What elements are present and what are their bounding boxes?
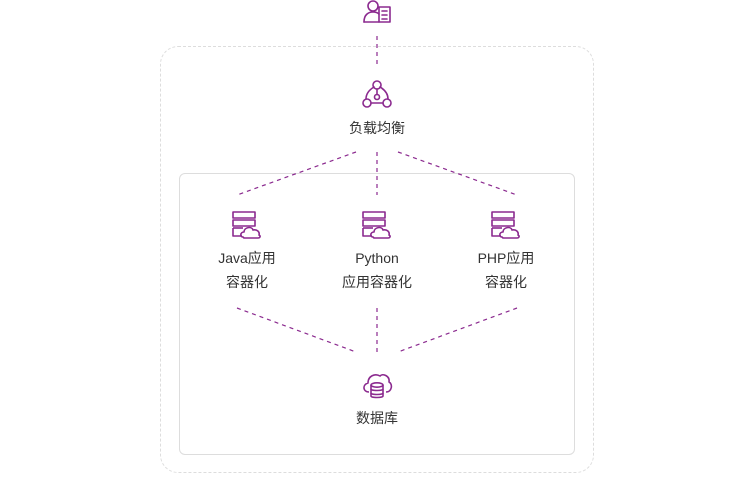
php-line2: 容器化: [485, 274, 527, 290]
user-document-icon: [363, 0, 391, 23]
php-line1: PHP应用: [477, 250, 535, 266]
java-line1: Java应用: [218, 250, 276, 266]
python-line1: Python: [355, 250, 399, 266]
cloud-database-icon: [363, 374, 393, 399]
java-container-node: Java应用 容器化: [187, 208, 307, 294]
user-node: [317, 0, 437, 30]
database-label: 数据库: [356, 410, 398, 426]
server-cloud-icon: [491, 211, 520, 239]
load-balancer-node: 负载均衡: [317, 78, 437, 140]
network-hub-icon: [362, 80, 392, 108]
database-node: 数据库: [317, 368, 437, 430]
java-line2: 容器化: [226, 274, 268, 290]
python-container-node: Python 应用容器化: [317, 208, 437, 294]
load-balancer-label: 负载均衡: [349, 120, 405, 136]
server-cloud-icon: [232, 211, 261, 239]
server-cloud-icon: [362, 211, 391, 239]
python-line2: 应用容器化: [342, 274, 412, 290]
php-container-node: PHP应用 容器化: [446, 208, 566, 294]
